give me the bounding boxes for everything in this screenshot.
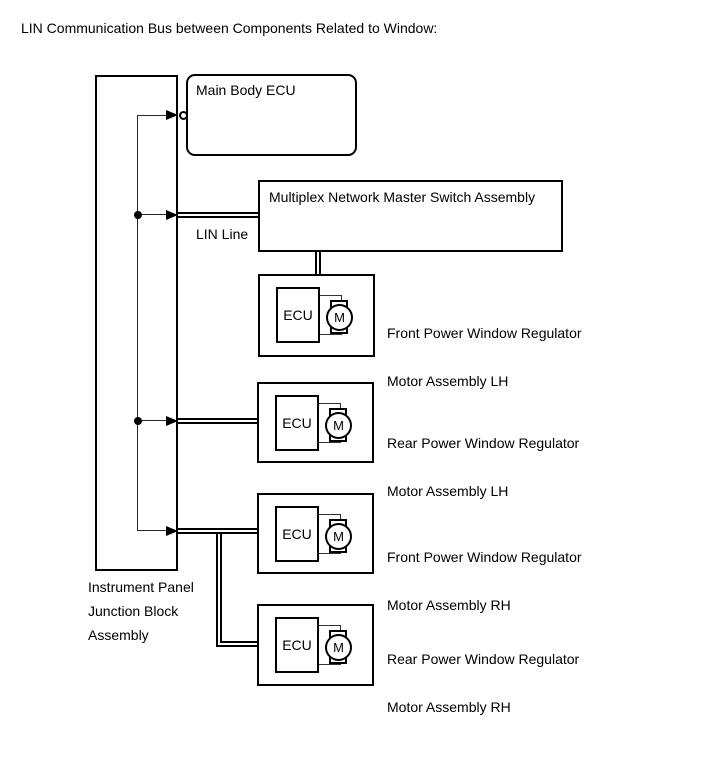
ecu-label: ECU	[282, 637, 312, 653]
motor-label: M	[333, 529, 344, 544]
unit-label-line: Rear Power Window Regulator	[387, 651, 580, 667]
main-body-ecu-box: Main Body ECU	[186, 74, 357, 156]
arrowhead-icon	[166, 416, 178, 426]
lin-bus-drop-front-lh	[315, 252, 321, 276]
rear-lh-unit-box: ECU M	[257, 382, 374, 463]
ecu-label: ECU	[283, 307, 313, 323]
unit-label-line: Motor Assembly RH	[387, 699, 511, 715]
lin-bus-to-rear-lh	[177, 418, 259, 424]
motor-label: M	[334, 310, 345, 325]
tap-line-rear-lh	[137, 420, 167, 421]
tap-line-master-switch	[137, 214, 167, 215]
tap-line-front-rh	[137, 530, 167, 531]
main-body-ecu-label: Main Body ECU	[196, 82, 296, 98]
motor-circle-icon: M	[325, 523, 352, 550]
unit-label-line: Motor Assembly LH	[387, 373, 509, 389]
front-rh-unit-label: Front Power Window Regulator Motor Assem…	[387, 521, 582, 641]
lin-bus-to-front-rh	[177, 528, 259, 534]
lin-bus-to-master-switch	[177, 212, 259, 218]
motor-circle-icon: M	[326, 304, 353, 331]
motor-circle-icon: M	[325, 634, 352, 661]
master-switch-label: Multiplex Network Master Switch Assembly	[269, 189, 536, 205]
arrowhead-icon	[166, 526, 178, 536]
tap-line-main-body-ecu	[137, 115, 167, 116]
ecu-box: ECU	[275, 617, 319, 673]
rear-lh-unit-label: Rear Power Window Regulator Motor Assemb…	[387, 407, 579, 527]
page-title: LIN Communication Bus between Components…	[21, 20, 438, 36]
junction-block-label: Instrument Panel Junction Block Assembly	[88, 579, 194, 643]
motor-label: M	[333, 418, 344, 433]
ecu-box: ECU	[275, 395, 319, 451]
ecu-label: ECU	[282, 415, 312, 431]
unit-label-line: Motor Assembly LH	[387, 483, 509, 499]
lin-bus-branch-outer	[216, 532, 259, 647]
lin-trunk-line	[137, 115, 138, 531]
ecu-box: ECU	[275, 506, 319, 562]
rear-rh-unit-label: Rear Power Window Regulator Motor Assemb…	[387, 623, 579, 743]
arrowhead-icon	[166, 210, 178, 220]
front-lh-unit-box: ECU M	[258, 274, 375, 357]
unit-label-line: Front Power Window Regulator	[387, 549, 582, 565]
lin-bus-branch-inner	[220, 532, 259, 643]
unit-label-line: Motor Assembly RH	[387, 597, 511, 613]
front-rh-unit-box: ECU M	[257, 493, 374, 574]
arrowhead-icon	[166, 110, 178, 120]
rear-rh-unit-box: ECU M	[257, 604, 374, 686]
junction-block-box	[95, 75, 178, 571]
connector-circle-icon	[179, 111, 188, 120]
motor-circle-icon: M	[325, 412, 352, 439]
junction-dot	[134, 211, 142, 219]
motor-label: M	[333, 640, 344, 655]
ecu-box: ECU	[276, 287, 320, 343]
unit-label-line: Rear Power Window Regulator	[387, 435, 580, 451]
unit-label-line: Front Power Window Regulator	[387, 325, 582, 341]
master-switch-box: Multiplex Network Master Switch Assembly	[258, 180, 563, 252]
front-lh-unit-label: Front Power Window Regulator Motor Assem…	[387, 297, 582, 417]
lin-line-label: LIN Line	[196, 226, 249, 242]
ecu-label: ECU	[282, 526, 312, 542]
junction-dot	[134, 417, 142, 425]
